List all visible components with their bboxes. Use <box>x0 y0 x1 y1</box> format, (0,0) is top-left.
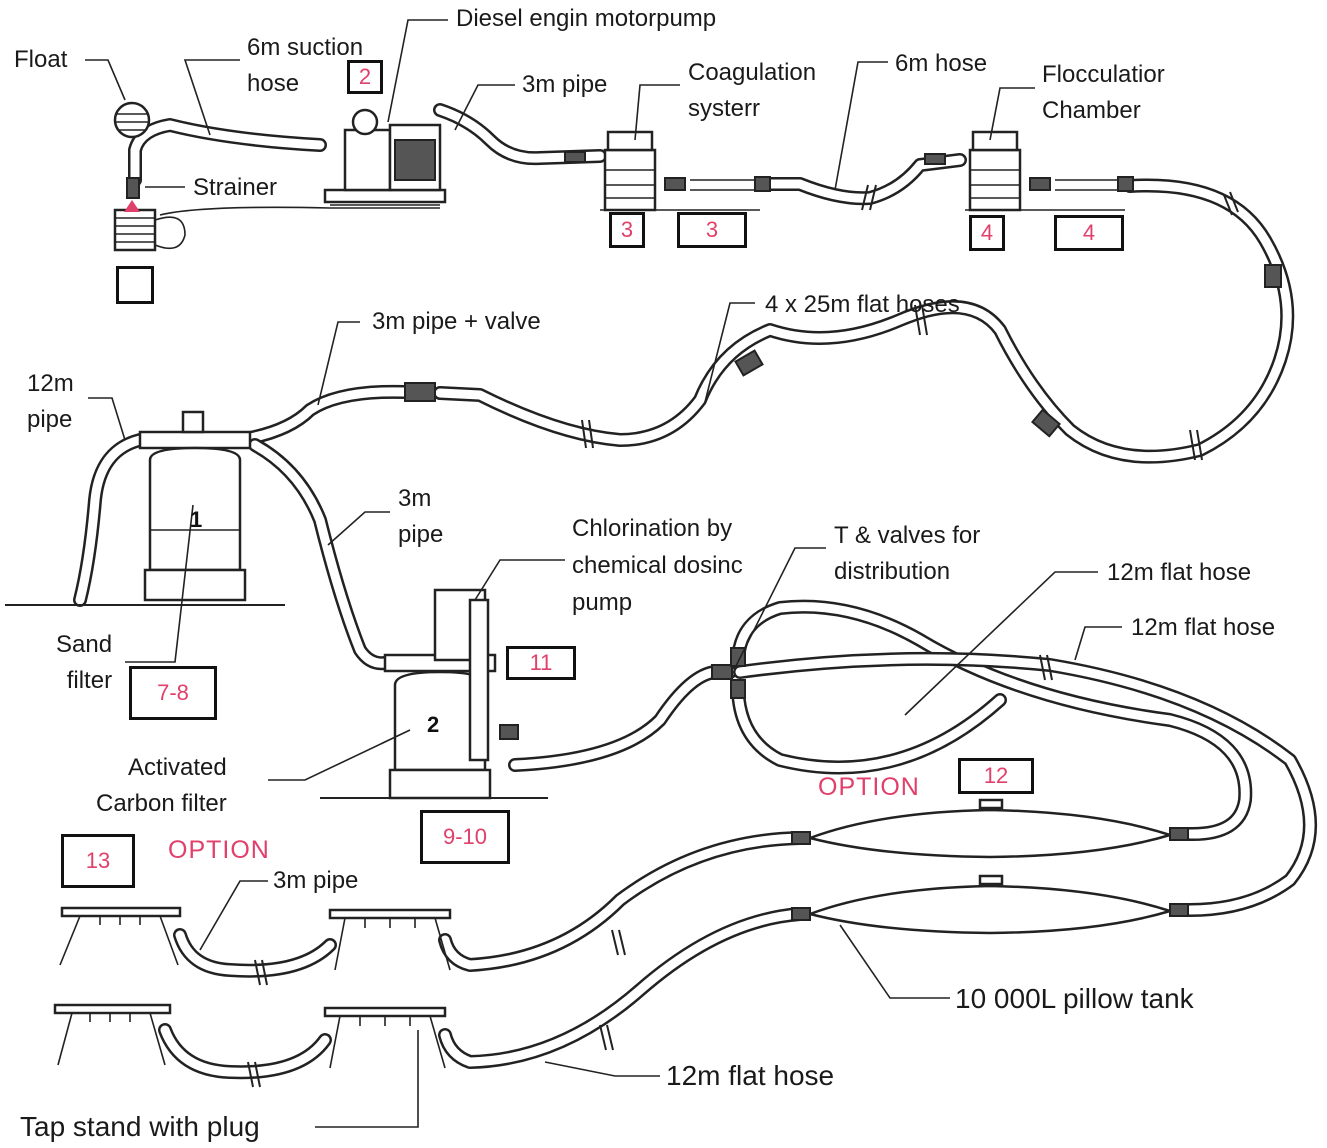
leader-lines <box>85 19 1122 1128</box>
flat-hose-couplings <box>404 264 1282 438</box>
label-strainer: Strainer <box>193 174 278 201</box>
label-activated-carbon: Activated Carbon filter <box>96 754 227 817</box>
coagulation-unit <box>564 130 771 212</box>
label-tap-stand: Tap stand with plug <box>20 1111 260 1142</box>
tap-stands <box>53 906 452 1069</box>
box-2: 2 <box>347 60 383 94</box>
box-blank <box>116 266 154 304</box>
label-flat-hoses-4x25: 4 x 25m flat hoses <box>765 291 960 318</box>
label-3m-pipe-b: 3m pipe <box>398 485 444 548</box>
hose-break-marks <box>247 184 1239 1088</box>
diesel-motorpump <box>323 108 447 206</box>
box-9-10: 9-10 <box>420 810 510 864</box>
label-sand-filter: Sand filter <box>56 631 113 694</box>
label-pillow-tank: 10 000L pillow tank <box>955 983 1194 1014</box>
sand-filter <box>5 410 285 606</box>
box-7-8: 7-8 <box>129 666 217 720</box>
flocculation-chamber <box>924 130 1134 212</box>
box-4b: 4 <box>1054 215 1124 251</box>
carbon-filter-and-dosing <box>320 588 548 800</box>
box-11: 11 <box>506 646 576 680</box>
label-3m-pipe-c: 3m pipe <box>273 867 359 894</box>
box-13: 13 <box>61 834 135 888</box>
box-3b: 3 <box>677 212 747 248</box>
label-3m-pipe-a: 3m pipe <box>522 71 608 98</box>
label-6m-hose: 6m hose <box>895 50 988 77</box>
unit-number-2: 2 <box>427 712 440 737</box>
label-pipe-valve: 3m pipe + valve <box>372 308 541 335</box>
float-strainer <box>113 101 440 252</box>
label-option-a: OPTION <box>818 773 920 801</box>
label-suction-hose: 6m suction hose <box>247 34 364 97</box>
label-12m-flat-hose-c: 12m flat hose <box>666 1060 835 1091</box>
label-float: Float <box>14 46 68 73</box>
box-4a: 4 <box>969 215 1005 251</box>
box-3a: 3 <box>609 212 645 248</box>
pillow-tank-upper <box>791 798 1189 859</box>
label-chlorination: Chlorination by chemical dosinc pump <box>572 515 743 617</box>
hose-network <box>73 103 1317 1080</box>
label-coagulation-system: Coagulation systerr <box>688 59 817 122</box>
label-12m-flat-hose-a: 12m flat hose <box>1107 559 1252 586</box>
label-t-valves: T & valves for distribution <box>834 522 981 585</box>
label-option-b: OPTION <box>168 836 270 864</box>
label-12m-pipe: 12m pipe <box>27 370 74 433</box>
pillow-tank-lower <box>791 874 1189 935</box>
label-flocculation-chamber: Flocculatior Chamber <box>1042 61 1165 124</box>
label-diesel-motorpump: Diesel engin motorpump <box>456 5 717 32</box>
unit-number-1: 1 <box>190 507 203 532</box>
box-12: 12 <box>958 758 1034 794</box>
t-valve <box>711 647 746 699</box>
label-12m-flat-hose-b: 12m flat hose <box>1131 614 1276 641</box>
